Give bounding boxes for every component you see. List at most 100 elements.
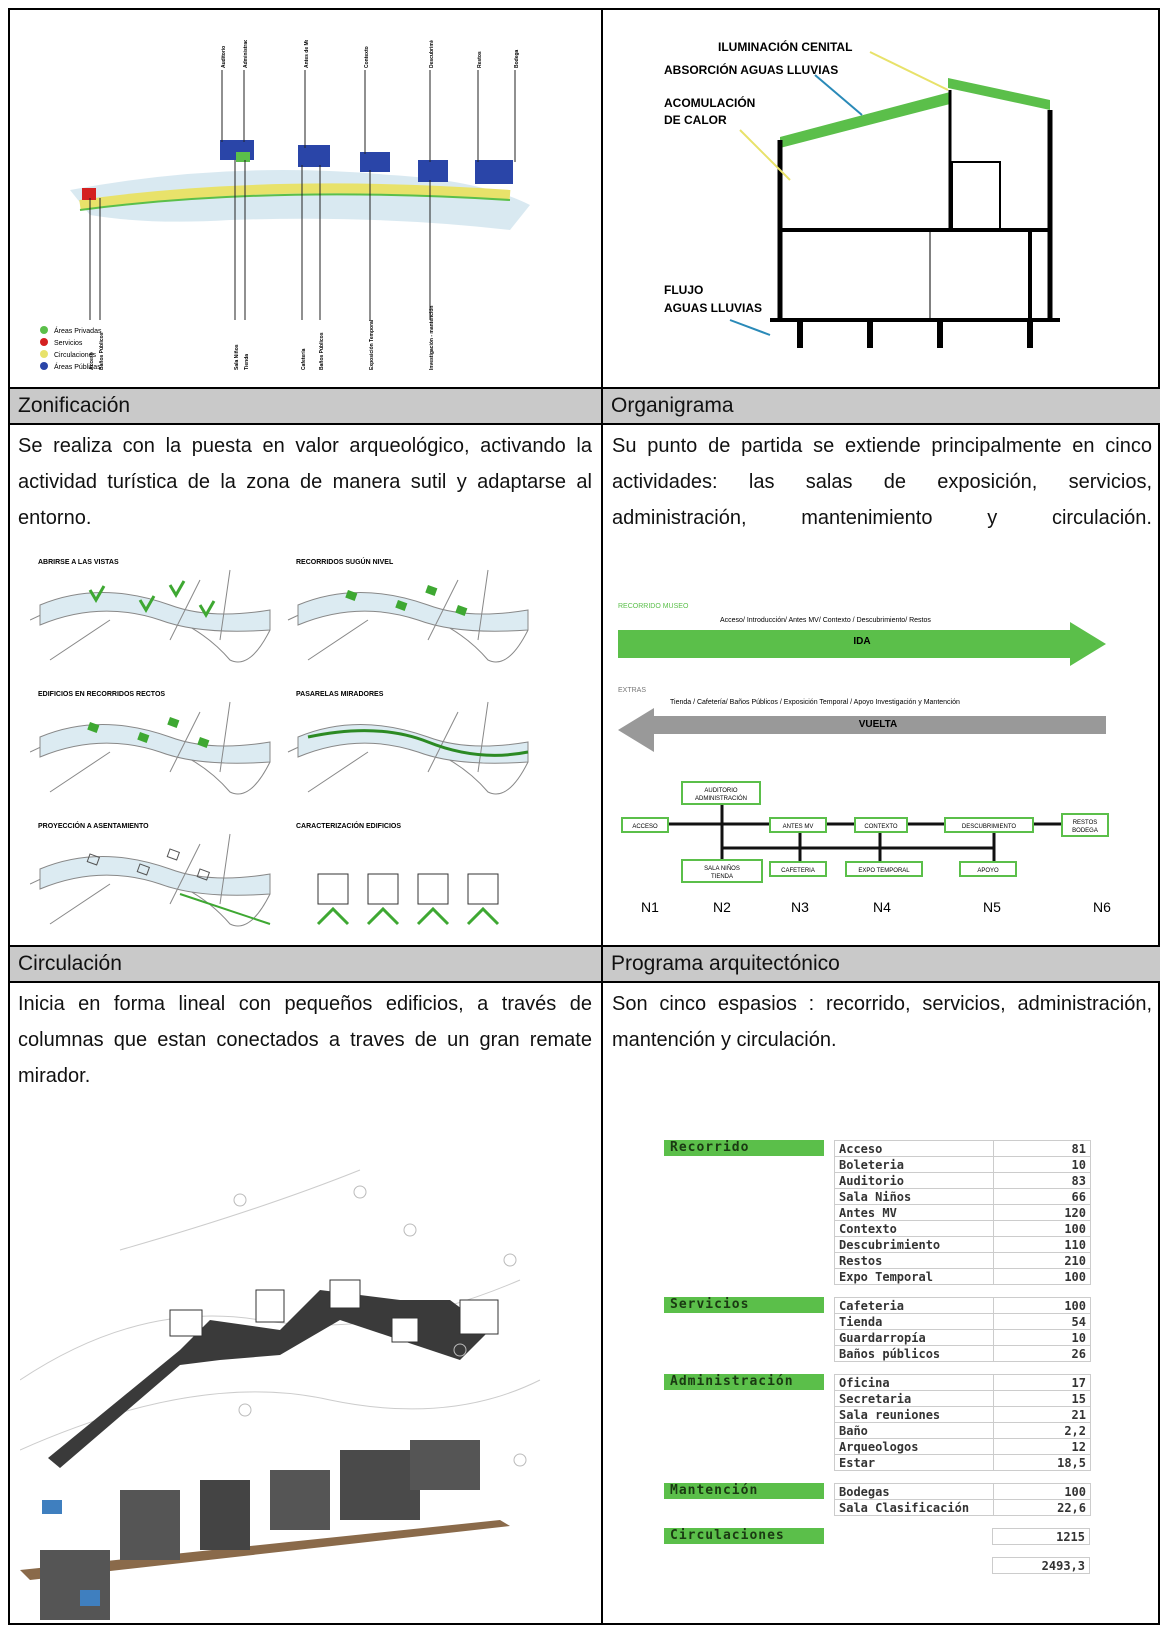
program-space: Estar bbox=[834, 1454, 994, 1471]
zone-label-bottom: Tienda bbox=[244, 354, 250, 370]
node-acceso bbox=[621, 817, 669, 833]
program-spacer bbox=[834, 1558, 993, 1574]
program-area: 17 bbox=[993, 1374, 1091, 1391]
program-space: Arqueologos bbox=[834, 1438, 994, 1455]
circulaciones-value: 1215 bbox=[992, 1528, 1090, 1545]
legend-dot bbox=[40, 338, 48, 346]
section-header-zonificacion: Zonificación bbox=[10, 389, 601, 423]
zone-label-bottom: Exposición Temporal bbox=[369, 319, 375, 370]
legend-dot bbox=[40, 326, 48, 334]
legend-label: Áreas Privadas bbox=[54, 326, 102, 335]
program-space: Oficina bbox=[834, 1374, 994, 1391]
level-label: N4 bbox=[873, 899, 891, 915]
extras-sequence: Tienda / Cafetería/ Baños Públicos / Exp… bbox=[670, 699, 960, 706]
program-space: Cafeteria bbox=[834, 1297, 994, 1314]
program-area: 100 bbox=[993, 1483, 1091, 1500]
diagram-title: EDIFICIOS EN RECORRIDOS RECTOS bbox=[38, 691, 165, 698]
organigram-node-label: AUDITORIO bbox=[704, 788, 738, 794]
zone-label-bottom: Baños Públicos bbox=[319, 332, 325, 370]
organigram-node-label: CAFETERIA bbox=[781, 868, 815, 874]
zone-label-top: Bodega bbox=[514, 49, 520, 68]
legend-label: Áreas Públicas bbox=[54, 362, 101, 371]
organigram-node-label: ANTES MV bbox=[783, 824, 814, 830]
program-space: Baño bbox=[834, 1422, 994, 1439]
vuelta-label: VUELTA bbox=[859, 719, 898, 730]
program-spacer bbox=[834, 1529, 993, 1545]
label-flujo-1: FLUJO bbox=[664, 283, 703, 297]
program-area: 15 bbox=[993, 1390, 1091, 1407]
program-area: 18,5 bbox=[993, 1454, 1091, 1471]
label-absorcion: ABSORCIÓN AGUAS LLUVIAS bbox=[664, 62, 838, 77]
zone-label-top: Auditorio bbox=[221, 46, 227, 68]
zone-label-bottom: Acceso bbox=[89, 352, 95, 370]
node-antes-mv bbox=[769, 817, 827, 833]
zone-label-top: Restos bbox=[477, 51, 483, 68]
diagram-title: PROYECCIÓN A ASENTAMIENTO bbox=[38, 821, 149, 830]
program-area: 10 bbox=[993, 1329, 1091, 1346]
legend-dot bbox=[40, 362, 48, 370]
zone-label-top: Antes de Monte Verde bbox=[304, 40, 310, 68]
level-label: N6 bbox=[1093, 899, 1111, 915]
section-header-programa: Programa arquitectónico bbox=[603, 947, 1160, 981]
label-iluminacion: ILUMINACIÓN CENITAL bbox=[718, 39, 852, 54]
row-divider bbox=[10, 981, 1158, 983]
document-sheet: Zonificación Organigrama Circulación Pro… bbox=[8, 8, 1160, 1625]
program-area: 81 bbox=[993, 1140, 1091, 1157]
program-space: Contexto bbox=[834, 1220, 994, 1237]
program-space: Baños públicos bbox=[834, 1345, 994, 1362]
diagram-title: ABRIRSE A LAS VISTAS bbox=[38, 559, 119, 566]
label-calor-2: DE CALOR bbox=[664, 113, 727, 127]
organigram-node-label: SALA NIÑOS bbox=[704, 865, 740, 872]
section-header-organigrama: Organigrama bbox=[603, 389, 1160, 423]
program-area: 66 bbox=[993, 1188, 1091, 1205]
program-space: Expo Temporal bbox=[834, 1268, 994, 1285]
program-area: 210 bbox=[993, 1252, 1091, 1269]
organigram-node-label: TIENDA bbox=[711, 874, 733, 880]
program-space: Tienda bbox=[834, 1313, 994, 1330]
level-label: N5 bbox=[983, 899, 1001, 915]
zone-label-bottom: Cafetería bbox=[301, 348, 307, 370]
organigrama-text: Su punto de partida se extiende principa… bbox=[612, 435, 1152, 529]
museo-label: RECORRIDO MUSEO bbox=[618, 603, 689, 610]
program-space: Descubrimiento bbox=[834, 1236, 994, 1253]
zonificacion-text: Se realiza con la puesta en valor arqueo… bbox=[18, 435, 592, 529]
zoning-diagram: Áreas PrivadasServiciosCirculacionesÁrea… bbox=[40, 40, 530, 371]
zone-label-bottom: Baños Públicos bbox=[99, 332, 105, 370]
program-area: 100 bbox=[993, 1297, 1091, 1314]
program-category: Mantención bbox=[664, 1483, 824, 1499]
zone-label-top: Descubrimiento bbox=[429, 40, 435, 68]
organigram-node-label: ACCESO bbox=[632, 824, 658, 830]
organigram-node-label: RESTOS bbox=[1073, 820, 1098, 826]
column-divider bbox=[601, 10, 603, 1623]
program-space: Auditorio bbox=[834, 1172, 994, 1189]
node-auditorio bbox=[681, 781, 761, 805]
organigram: RECORRIDO MUSEO Acceso/ Introducción/ An… bbox=[618, 603, 1111, 915]
program-area: 2,2 bbox=[993, 1422, 1091, 1439]
program-space: Sala Niños bbox=[834, 1188, 994, 1205]
program-area: 22,6 bbox=[993, 1499, 1091, 1516]
program-space: Guardarropía bbox=[834, 1329, 994, 1346]
program-area: 83 bbox=[993, 1172, 1091, 1189]
program-area: 21 bbox=[993, 1406, 1091, 1423]
zone-label-bottom: Investigación - mantención bbox=[429, 306, 435, 370]
circulation-diagram: ABRIRSE A LAS VISTAS bbox=[30, 559, 271, 663]
program-space: Sala reuniones bbox=[834, 1406, 994, 1423]
organigram-node-label: APOYO bbox=[977, 868, 999, 874]
organigram-node-label: EXPO TEMPORAL bbox=[858, 868, 910, 874]
label-calor-1: ACOMULACIÓN bbox=[664, 95, 755, 110]
program-spacer bbox=[664, 1557, 834, 1574]
